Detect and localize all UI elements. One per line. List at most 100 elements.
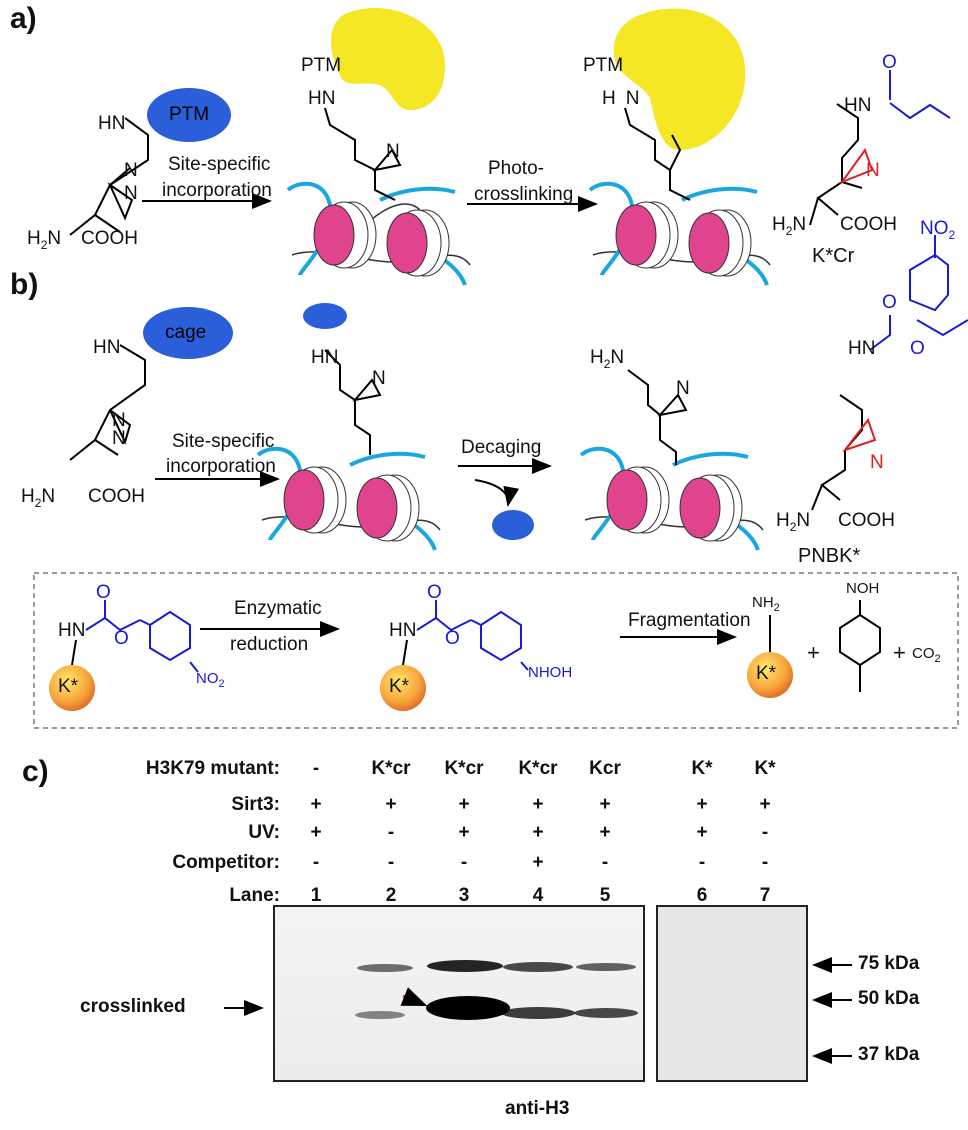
blot-bands (355, 960, 638, 1020)
pnbk-compound-label: PNBK* (798, 545, 861, 567)
blot-membrane-left (273, 905, 645, 1082)
blot-membrane-right (656, 905, 808, 1082)
plus-2: + (893, 640, 906, 665)
condition-cell: 5 (599, 885, 611, 906)
marker-50: 50 kDa (858, 988, 920, 1009)
condition-row: Competitor:---+--- (0, 852, 968, 878)
n-label-b3: N (372, 368, 386, 389)
condition-cell: K*cr (371, 758, 411, 779)
hn-label-b1: HN (311, 347, 339, 368)
plus-1: + (807, 640, 820, 665)
h2n-label-a: H2N (27, 228, 62, 252)
arrow-a2-line2: crosslinking (474, 184, 574, 205)
cage-cap (303, 303, 347, 329)
nucleosome-a2 (588, 181, 771, 286)
mechanism-box (33, 572, 959, 729)
o-mech-1a: O (96, 582, 111, 603)
n-label-kcr: N (866, 160, 880, 181)
arrow-a1-line2: incorporation (162, 180, 272, 201)
hn-label-pnbk: HN (848, 338, 876, 359)
nucleosome-b2 (579, 446, 764, 551)
condition-cell: + (759, 794, 771, 815)
blot-band (355, 1011, 405, 1019)
condition-cell: - (761, 822, 769, 843)
condition-cell: - (601, 852, 609, 873)
hn-label-a: HN (98, 113, 126, 134)
n-label-a2: N (124, 160, 138, 181)
co2-mech: CO2 (912, 645, 941, 665)
nucleosome-b1 (256, 446, 441, 551)
hn-label-b: HN (93, 337, 121, 358)
n-label-b2: N (112, 410, 126, 431)
mech-step1-line2: reduction (230, 634, 309, 655)
condition-cell: - (312, 852, 320, 873)
n-label-b1: N (112, 428, 126, 449)
condition-cell: 1 (310, 885, 322, 906)
panel-a-left-structure (69, 117, 149, 236)
condition-cell: K* (754, 758, 776, 779)
condition-cell: 7 (759, 885, 771, 906)
arrow-a1-line1: Site-specific (168, 154, 271, 175)
o-label-pnbk-1: O (882, 292, 897, 313)
condition-row-header: Sirt3: (231, 794, 280, 815)
condition-cell: + (310, 794, 322, 815)
mech-step2: Fragmentation (628, 610, 751, 631)
n-label-a3: N (386, 141, 400, 162)
kstar-ball-1 (49, 665, 95, 711)
cooh-label-b: COOH (88, 486, 145, 507)
condition-cell: 4 (532, 885, 544, 906)
panel-label-c: c) (22, 755, 49, 788)
blot-band (357, 964, 413, 972)
h2n-label-b: H2N (21, 486, 56, 510)
marker-37: 37 kDa (858, 1044, 920, 1065)
cage-pill-b (143, 307, 233, 359)
h2n-label-kcr: H2N (772, 214, 807, 238)
condition-cell: 6 (696, 885, 708, 906)
ptm-label-1: PTM (301, 55, 342, 76)
condition-row-header: Competitor: (172, 852, 280, 873)
condition-cell: + (599, 794, 611, 815)
condition-cell: + (310, 822, 322, 843)
nh2-mech: NH2 (752, 594, 780, 614)
red-arrow (400, 987, 428, 1007)
condition-cell: - (312, 758, 320, 779)
condition-cell: Kcr (589, 758, 621, 779)
condition-cell: - (387, 852, 395, 873)
kstar-text-2: K* (389, 676, 410, 697)
ptm-pill-text: PTM (169, 104, 210, 125)
free-cage (492, 510, 534, 540)
o-label-kcr: O (882, 52, 897, 73)
condition-cell: K*cr (444, 758, 484, 779)
condition-row-header: H3K79 mutant: (145, 758, 280, 779)
western-blot (273, 905, 808, 1082)
nhoh-mech: NHOH (528, 664, 573, 681)
crosslinked-label: crosslinked (80, 996, 186, 1017)
o-mech-2b: O (445, 628, 460, 649)
n-label-pnbk: N (870, 452, 884, 473)
ptm-pill-a (147, 88, 231, 142)
blot-band (574, 1008, 638, 1018)
condition-cell: - (761, 852, 769, 873)
cooh-label-a: COOH (81, 228, 138, 249)
no2-mech: NO2 (196, 670, 225, 690)
condition-cell: 3 (458, 885, 470, 906)
reader-protein-1 (330, 8, 445, 111)
condition-row: UV:+-++++- (0, 822, 968, 848)
cooh-label-pnbk: COOH (838, 510, 895, 531)
condition-cell: - (698, 852, 706, 873)
condition-cell: + (458, 822, 470, 843)
marker-75: 75 kDa (858, 953, 920, 974)
arrow-b2-label: Decaging (461, 437, 542, 458)
arrow-b1-line1: Site-specific (172, 431, 275, 452)
condition-cell: - (460, 852, 468, 873)
condition-cell: K*cr (518, 758, 558, 779)
blot-band (426, 996, 510, 1020)
condition-cell: - (387, 822, 395, 843)
nucleosome-a1 (286, 181, 471, 286)
condition-cell: + (458, 794, 470, 815)
o-label-pnbk-2: O (910, 338, 925, 359)
arrow-a2-line1: Photo- (488, 158, 544, 179)
condition-cell: 2 (385, 885, 397, 906)
